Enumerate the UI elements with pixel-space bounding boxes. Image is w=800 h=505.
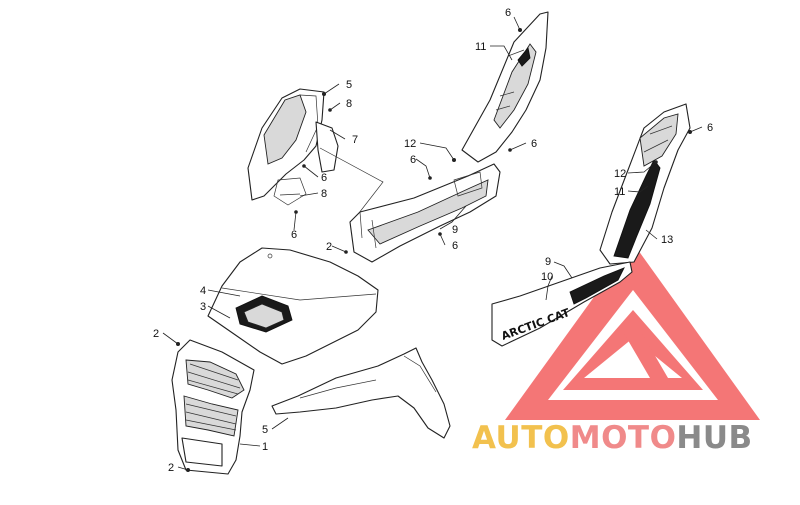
callout-label: 6 — [452, 240, 458, 252]
watermark-logo-icon — [505, 243, 760, 420]
left-side-panel-part — [461, 11, 549, 163]
callout-label: 8 — [321, 188, 327, 200]
callout-label: 5 — [346, 79, 352, 91]
callout-label: 12 — [614, 168, 626, 180]
right-decal-panel-part: ARCTIC CAT — [491, 261, 633, 347]
callout-label: 13 — [661, 234, 673, 246]
callout-label: 6 — [505, 7, 511, 19]
callout-label: 8 — [346, 98, 352, 110]
fastener-markers — [176, 28, 692, 472]
callout-label: 6 — [291, 229, 297, 241]
leader-lines — [162, 16, 703, 471]
watermark-part-auto: AUTO — [472, 420, 570, 456]
watermark-text: AUTOMOTOHUB — [472, 420, 753, 456]
callout-label: 2 — [326, 241, 332, 253]
right-side-panel-part — [599, 103, 691, 265]
callout-label: 10 — [541, 271, 553, 283]
callout-label: 6 — [321, 172, 327, 184]
callout-label: 9 — [545, 256, 551, 268]
callout-label: 11 — [614, 186, 625, 198]
callout-label: 2 — [168, 462, 174, 474]
callout-label: 11 — [475, 41, 486, 53]
callout-label: 6 — [707, 122, 713, 134]
left-floor-panel-part — [349, 163, 501, 263]
callout-label: 7 — [352, 134, 358, 146]
callout-label: 3 — [200, 301, 206, 313]
callout-label: 5 — [262, 424, 268, 436]
callout-label: 6 — [410, 154, 416, 166]
fender-bracket-part — [247, 88, 384, 223]
callout-label: 2 — [153, 328, 159, 340]
callout-label: 9 — [452, 224, 458, 236]
front-fender-part — [271, 347, 451, 439]
svg-text:AUTOMOTOHUB: AUTOMOTOHUB — [472, 420, 753, 456]
callout-label: 12 — [404, 138, 416, 150]
callout-labels: 6 11 5 8 7 12 6 6 6 8 6 9 2 6 6 12 11 13… — [153, 7, 713, 474]
callout-label: 6 — [531, 138, 537, 150]
watermark-part-hub: HUB — [676, 420, 752, 456]
hood-part — [207, 247, 379, 365]
front-grille-part — [171, 339, 255, 475]
watermark-part-moto: MOTO — [570, 420, 677, 456]
callout-label: 4 — [200, 285, 206, 297]
callout-label: 1 — [262, 441, 268, 453]
